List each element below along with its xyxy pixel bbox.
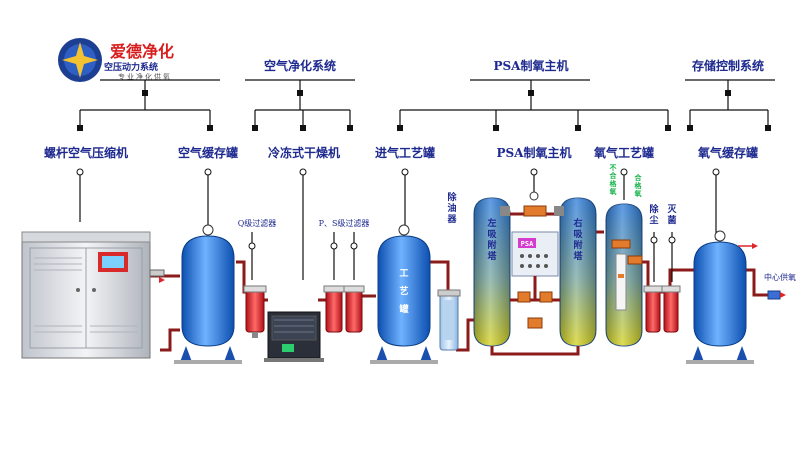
psa-panel-buttons xyxy=(520,254,548,268)
flow-arrow-icon xyxy=(159,277,165,283)
flow-arrow-icon xyxy=(780,292,786,298)
oxygen-buffer-tank xyxy=(686,230,781,364)
logo-brand: 爱德净化 xyxy=(110,42,174,61)
ps-filters: P、S级过滤器 xyxy=(319,218,370,333)
oxygen-tank-pressure-gauge-icon xyxy=(714,230,726,242)
label-ps-filter: P、S级过滤器 xyxy=(319,218,370,228)
air-buffer-tank xyxy=(174,224,242,364)
vlabel-dust-removal: 除尘 xyxy=(649,203,659,226)
label-psa-unit: PSA制氧主机 xyxy=(496,145,571,160)
vlabel-qualified-gas: 合格氧 xyxy=(634,173,643,198)
group-header-storage-control: 存储控制系统 xyxy=(691,58,764,73)
label-center-supply: 中心供氧 xyxy=(764,272,796,282)
label-compressor: 螺杆空气压缩机 xyxy=(44,145,128,160)
label-pointers xyxy=(76,168,720,280)
process-tank-pressure-gauge-icon xyxy=(398,224,410,236)
oxygen-outlet-valve xyxy=(767,290,781,300)
label-oxygen-process-tank: 氧气工艺罐 xyxy=(593,145,654,160)
refrigerated-dryer xyxy=(264,311,324,362)
q-filter: Q级过滤器 xyxy=(238,218,277,338)
inlet-process-tank xyxy=(370,224,438,364)
oxygen-process-tank xyxy=(605,203,643,347)
flow-arrows xyxy=(159,243,786,298)
vertical-labels: 除油器左吸附塔 右吸附塔工艺罐 除尘灭菌 不合格氧 合格氧 xyxy=(398,163,677,315)
dust-sterilize-filters xyxy=(643,232,681,333)
psa-display xyxy=(518,238,536,248)
company-logo: 爱德净化 空压动力系统 专业净化供氧 xyxy=(58,38,174,82)
oil-remover xyxy=(437,289,461,351)
flowmeter xyxy=(615,253,627,311)
psa-display-text: PSA xyxy=(521,240,534,248)
header-connectors xyxy=(77,79,775,131)
logo-overlay-text: 空压动力系统 xyxy=(104,61,158,73)
label-dryer: 冷冻式干燥机 xyxy=(268,145,340,160)
group-header-air-purify: 空气净化系统 xyxy=(264,58,336,73)
vlabel-process-tank-body: 工艺罐 xyxy=(398,268,408,315)
compressor-vents xyxy=(34,257,138,333)
label-air-tank: 空气缓存罐 xyxy=(178,145,238,160)
group-header-psa-main: PSA制氧主机 xyxy=(493,58,568,73)
compressor-unit xyxy=(21,231,165,359)
psa-oxygen-generator: PSA xyxy=(473,191,597,356)
psa-valve-manifold xyxy=(490,205,580,356)
vlabel-right-tower: 右吸附塔 xyxy=(572,217,583,262)
vlabel-oil-removal: 除油器 xyxy=(446,191,457,225)
label-process-tank: 进气工艺罐 xyxy=(375,145,435,160)
label-q-filter: Q级过滤器 xyxy=(238,218,277,228)
vlabel-sterilize: 灭菌 xyxy=(666,204,677,226)
logo-tagline: 专业净化供氧 xyxy=(118,72,172,81)
compressor-outlet-valve xyxy=(149,269,165,277)
vlabel-left-tower: 左吸附塔 xyxy=(486,217,497,262)
label-oxygen-buffer-tank: 氧气缓存罐 xyxy=(697,145,758,160)
air-tank-pressure-gauge-icon xyxy=(202,224,214,236)
flow-arrow-icon xyxy=(752,243,758,249)
vlabel-unqualified-gas: 不合格氧 xyxy=(609,163,618,196)
